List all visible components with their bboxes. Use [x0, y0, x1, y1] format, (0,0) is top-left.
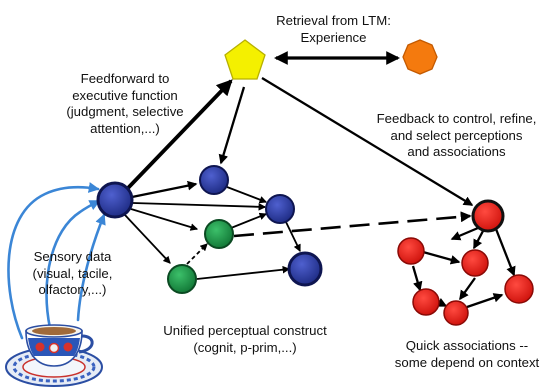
- ltm-pentagon: [224, 39, 266, 80]
- arrow-red-hub-to-red2: [450, 226, 479, 241]
- association-node: [443, 300, 469, 326]
- arrow-red2-to-red3: [422, 250, 461, 265]
- arrow-blue2-to-blue3: [226, 186, 268, 204]
- arrows: [124, 51, 516, 309]
- association-nodes: [397, 199, 534, 326]
- arrow-blue3-to-blue4: [285, 221, 301, 253]
- sensory-arrow-inner: [76, 213, 106, 322]
- quick-label: Quick associations -- some depend on con…: [394, 338, 540, 370]
- perceptual-node-blue: [265, 194, 295, 224]
- arrow-red-hub-to-red5: [494, 228, 516, 277]
- arrow-green1-to-blue3: [230, 212, 268, 229]
- arrow-entry-to-green1: [130, 208, 199, 231]
- experience-octagon: [402, 39, 438, 75]
- association-node: [412, 288, 440, 316]
- arrow-red6-to-red5: [466, 293, 504, 309]
- arrow-entry-to-blue2: [131, 180, 198, 199]
- arrow-red-hub-to-red3: [472, 230, 485, 250]
- arrow-green2-to-blue4: [196, 265, 291, 280]
- entry-node: [96, 181, 134, 219]
- association-node: [504, 274, 534, 304]
- perceptual-node-blue: [199, 165, 229, 195]
- perceptual-node-green: [167, 264, 197, 294]
- arrow-entry-to-ltm: [126, 79, 233, 190]
- association-hub-node: [471, 199, 505, 233]
- arrow-entry-to-blue3: [132, 202, 267, 211]
- arrow-ltm-to-red-hub: [261, 77, 474, 206]
- unified-label: Unified perceptual construct (cognit, p-…: [163, 323, 327, 355]
- arrow-red2-to-red4: [411, 265, 423, 292]
- association-node: [397, 237, 425, 265]
- perceptual-node-blue: [287, 251, 323, 287]
- perceptual-node-green: [204, 219, 234, 249]
- arrow-green2-to-green1: [186, 243, 208, 265]
- retrieval-label: Retrieval from LTM: Experience: [276, 13, 391, 45]
- sensory-arrows: [7, 182, 106, 340]
- arrow-red3-to-red6: [459, 277, 476, 301]
- arrow-ltm-to-node: [218, 86, 246, 165]
- arrow-green1-to-red-hub: [233, 211, 472, 238]
- arrow-entry-to-green2: [124, 214, 171, 264]
- sensory-label: Sensory data (visual, tacile, olfactory,…: [32, 249, 113, 297]
- feedforward-label: Feedforward to executive function (judgm…: [66, 71, 184, 136]
- association-node: [461, 249, 489, 277]
- feedback-label: Feedback to control, refine, and select …: [376, 111, 537, 159]
- teacup-saucer-icon: [5, 324, 103, 387]
- perceptual-nodes: [96, 165, 323, 294]
- sensory-arrow-middle: [45, 199, 101, 330]
- sensory-arrow-outer: [7, 182, 100, 340]
